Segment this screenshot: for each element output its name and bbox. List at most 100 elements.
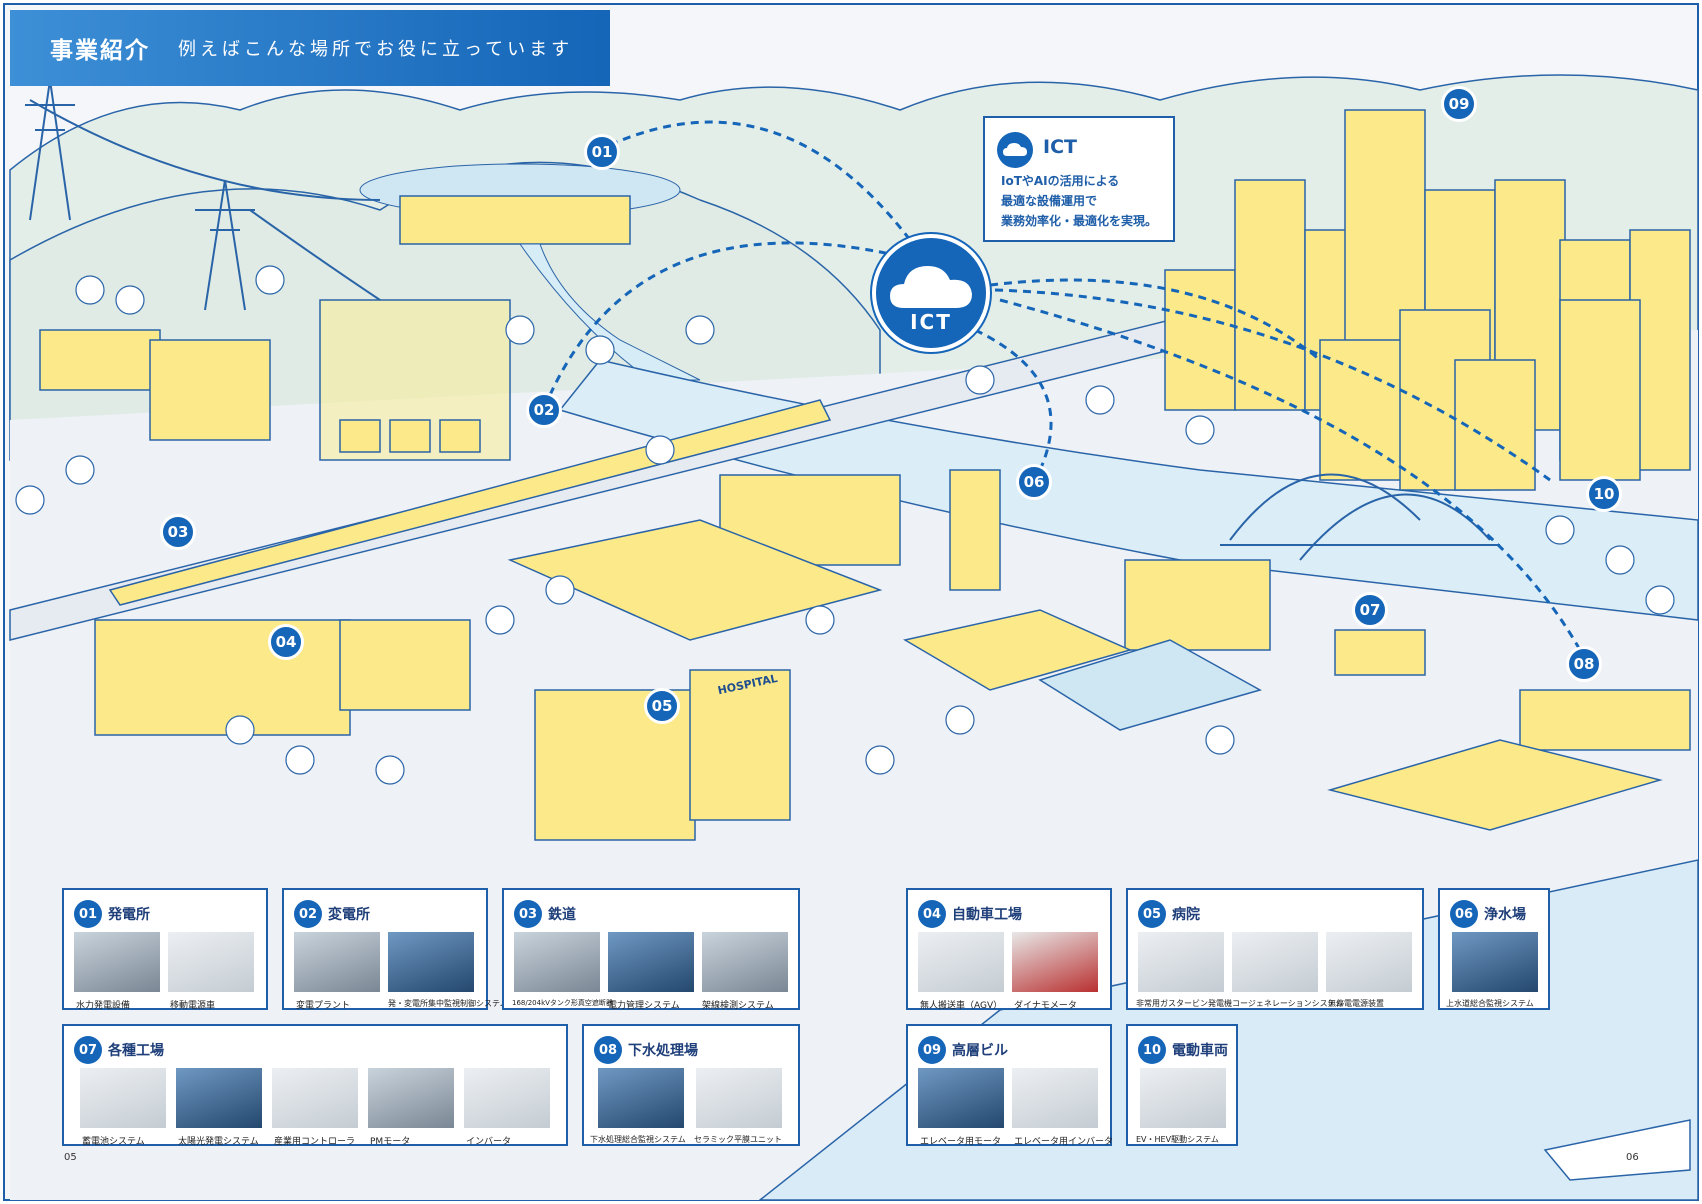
- buildings: [94, 469, 1691, 841]
- panel-number: 07: [74, 1036, 102, 1064]
- ceramic-membrane-photo: [696, 1068, 782, 1128]
- panel-caption: エレベータ用モータ: [920, 1137, 1002, 1147]
- info-panel-06[interactable]: 06 浄水場 上水道総合監視システム: [1438, 888, 1550, 1010]
- panel-caption: 非常用ガスタービン発電機: [1136, 999, 1232, 1008]
- sewage-monitoring-photo: [598, 1068, 684, 1128]
- panel-number: 08: [594, 1036, 622, 1064]
- panel-caption: 電力管理システム: [608, 1001, 680, 1011]
- elevator-motor-photo: [918, 1068, 1004, 1128]
- panel-number: 05: [1138, 900, 1166, 928]
- cloud-icon: [997, 132, 1033, 168]
- map-marker-02[interactable]: 02: [526, 392, 562, 428]
- info-panel-05[interactable]: 05 病院 非常用ガスタービン発電機 コージェネレーションシステム 無停電電源装…: [1126, 888, 1424, 1010]
- page-subtitle: 例えばこんな場所でお役に立っています: [178, 39, 574, 60]
- map-marker-05[interactable]: 05: [644, 688, 680, 724]
- info-panel-08[interactable]: 08 下水処理場 下水処理総合監視システム セラミック平膜ユニット: [582, 1024, 800, 1146]
- panel-title: 自動車工場: [952, 907, 1022, 923]
- info-panel-01[interactable]: 01 発電所 水力発電設備 移動電源車: [62, 888, 268, 1011]
- ict-cloud-label: ICT: [910, 310, 952, 334]
- info-panel-02[interactable]: 02 変電所 変電プラント 発・変電所集中監視制御システム: [282, 888, 508, 1011]
- panel-caption: エレベータ用インバータ: [1014, 1137, 1114, 1147]
- panel-caption: PMモータ: [370, 1137, 411, 1147]
- transmission-towers: [25, 79, 381, 311]
- circuit-breaker-photo: [514, 932, 600, 992]
- ict-callout-line: 業務効率化・最適化を実現。: [1001, 214, 1158, 228]
- page-header: 事業紹介 例えばこんな場所でお役に立っています: [10, 10, 610, 86]
- panel-caption: 水力発電設備: [76, 1001, 131, 1011]
- ups-photo: [1326, 932, 1412, 992]
- panel-caption: インバータ: [466, 1137, 512, 1147]
- cogeneration-photo: [1232, 932, 1318, 992]
- battery-system-photo: [80, 1068, 166, 1128]
- map-marker-06[interactable]: 06: [1016, 464, 1052, 500]
- map-marker-07[interactable]: 07: [1352, 592, 1388, 628]
- info-panel-09[interactable]: 09 高層ビル エレベータ用モータ エレベータ用インバータ: [906, 1024, 1114, 1147]
- panel-caption: 上水道総合監視システム: [1446, 999, 1534, 1008]
- panel-title: 各種工場: [108, 1043, 164, 1059]
- panel-caption: 発・変電所集中監視制御システム: [388, 999, 508, 1008]
- map-marker-03[interactable]: 03: [160, 514, 196, 550]
- info-panel-03[interactable]: 03 鉄道 168/204kVタンク形真空遮断器 電力管理システム 架線検測シス…: [502, 888, 800, 1011]
- industrial-controller-photo: [272, 1068, 358, 1128]
- panel-number: 01: [74, 900, 102, 928]
- info-panel-07[interactable]: 07 各種工場 蓄電池システム 太陽光発電システム 産業用コントローラ PMモー…: [62, 1024, 568, 1147]
- panel-caption: 下水処理総合監視システム: [590, 1135, 686, 1144]
- ict-callout-line: IoTやAIの活用による: [1001, 174, 1120, 188]
- map-marker-01[interactable]: 01: [584, 134, 620, 170]
- ict-callout: ICT IoTやAIの活用による 最適な設備運用で 業務効率化・最適化を実現。: [983, 116, 1175, 242]
- panel-caption: 168/204kVタンク形真空遮断器: [512, 999, 613, 1007]
- water-monitoring-photo: [1452, 932, 1538, 992]
- panel-caption: 架線検測システム: [702, 1001, 774, 1011]
- dam: [359, 163, 701, 381]
- substation: [39, 299, 511, 461]
- panel-caption: 産業用コントローラ: [274, 1137, 356, 1147]
- solar-power-photo: [176, 1068, 262, 1128]
- panel-caption: コージェネレーションシステム: [1232, 999, 1344, 1008]
- panel-caption: 無人搬送車（AGV）: [920, 1001, 1003, 1011]
- panel-caption: 無停電電源装置: [1328, 999, 1384, 1008]
- map-marker-09[interactable]: 09: [1441, 86, 1477, 122]
- cloud-icon: [890, 266, 972, 308]
- panel-caption: セラミック平膜ユニット: [694, 1135, 782, 1144]
- panel-number: 04: [918, 900, 946, 928]
- substation-plant-photo: [294, 932, 380, 992]
- info-panel-10[interactable]: 10 電動車両 EV・HEV駆動システム: [1126, 1024, 1238, 1146]
- power-management-photo: [608, 932, 694, 992]
- panel-caption: 変電プラント: [296, 1001, 351, 1011]
- panel-title: 病院: [1172, 907, 1200, 923]
- map-marker-08[interactable]: 08: [1566, 646, 1602, 682]
- panel-number: 06: [1450, 900, 1478, 928]
- agv-photo: [918, 932, 1004, 992]
- ict-cloud-badge: ICT: [872, 234, 990, 352]
- hydro-power-photo: [74, 932, 160, 992]
- map-marker-10[interactable]: 10: [1586, 476, 1622, 512]
- panel-title: 発電所: [108, 907, 150, 923]
- page-title: 事業紹介: [50, 38, 150, 64]
- elevator-inverter-photo: [1012, 1068, 1098, 1128]
- power-truck-photo: [168, 932, 254, 992]
- panel-caption: 蓄電池システム: [82, 1137, 145, 1147]
- ev-drive-system-photo: [1140, 1068, 1226, 1128]
- panel-number: 02: [294, 900, 322, 928]
- panel-title: 変電所: [328, 907, 370, 923]
- info-panel-04[interactable]: 04 自動車工場 無人搬送車（AGV） ダイナモメータ: [906, 888, 1112, 1011]
- panel-caption: 太陽光発電システム: [178, 1137, 259, 1147]
- overhead-line-inspection-photo: [702, 932, 788, 992]
- inverter-photo: [464, 1068, 550, 1128]
- panel-number: 09: [918, 1036, 946, 1064]
- panel-title: 下水処理場: [628, 1043, 698, 1059]
- page-number-left: 05: [64, 1152, 77, 1163]
- panel-caption: ダイナモメータ: [1014, 1001, 1077, 1011]
- page-number-right: 06: [1626, 1152, 1639, 1163]
- ict-callout-line: 最適な設備運用で: [1001, 194, 1098, 208]
- ship: [1543, 1119, 1691, 1181]
- panel-title: 浄水場: [1484, 907, 1526, 923]
- panel-number: 03: [514, 900, 542, 928]
- ict-callout-title: ICT: [1043, 136, 1077, 158]
- high-rise-buildings: [1164, 109, 1691, 491]
- map-marker-04[interactable]: 04: [268, 624, 304, 660]
- gas-turbine-photo: [1138, 932, 1224, 992]
- panel-number: 10: [1138, 1036, 1166, 1064]
- panel-title: 高層ビル: [952, 1043, 1008, 1059]
- panel-title: 鉄道: [548, 907, 576, 923]
